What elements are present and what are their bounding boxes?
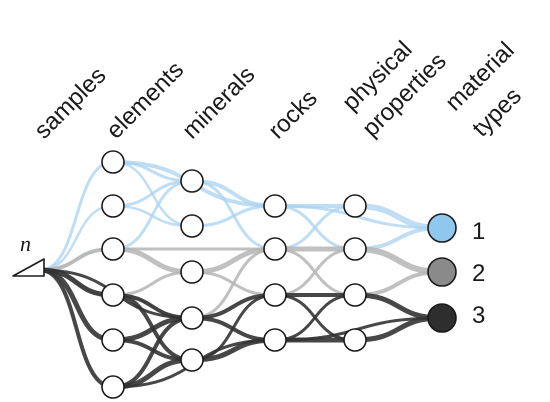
material-type-numbers: 1 2 3: [472, 218, 485, 329]
node-elements-2: [101, 194, 125, 218]
input-label: n: [20, 231, 31, 256]
edges-layer: [37, 160, 445, 390]
column-label-minerals: minerals: [177, 61, 260, 144]
column-label-rocks: rocks: [263, 85, 323, 145]
edge-blue: [111, 179, 194, 251]
input-triangle: [12, 258, 45, 277]
material-type-label-1: 1: [472, 218, 485, 245]
edge-dark: [273, 293, 357, 342]
node-minerals-4: [180, 306, 204, 330]
node-minerals-5: [180, 348, 204, 372]
node-rocks-3: [263, 283, 287, 307]
nodes-layer: [101, 150, 457, 399]
column-labels: samples elements minerals rocks physical…: [29, 36, 527, 144]
node-rocks-2: [263, 237, 287, 261]
node-physical-properties-4: [343, 328, 367, 352]
edge-blue: [111, 179, 194, 208]
node-rocks-1: [263, 194, 287, 218]
edge-gray: [110, 246, 195, 275]
node-material-type-1: [427, 213, 457, 243]
node-elements-4: [101, 283, 125, 307]
column-label-samples: samples: [29, 62, 111, 144]
edge-dark: [38, 268, 115, 389]
edge-gray: [273, 247, 357, 297]
node-physical-properties-3: [343, 283, 367, 307]
material-type-label-2: 2: [472, 260, 485, 287]
node-minerals-2: [180, 214, 204, 238]
node-elements-3: [101, 237, 125, 261]
node-elements-1: [101, 150, 125, 174]
edge-blue: [38, 160, 115, 272]
node-physical-properties-2: [343, 237, 367, 261]
column-label-elements: elements: [101, 56, 189, 144]
node-material-type-3: [427, 303, 457, 333]
node-rocks-4: [263, 328, 287, 352]
edge-gray: [111, 270, 194, 297]
node-material-type-2: [427, 257, 457, 287]
node-physical-properties-1: [343, 194, 367, 218]
node-minerals-1: [180, 169, 204, 193]
edge-dark: [190, 293, 277, 362]
material-type-label-3: 3: [472, 302, 485, 329]
node-elements-6: [101, 375, 125, 399]
node-elements-5: [101, 328, 125, 352]
node-minerals-3: [180, 260, 204, 284]
edge-blue: [190, 204, 277, 228]
